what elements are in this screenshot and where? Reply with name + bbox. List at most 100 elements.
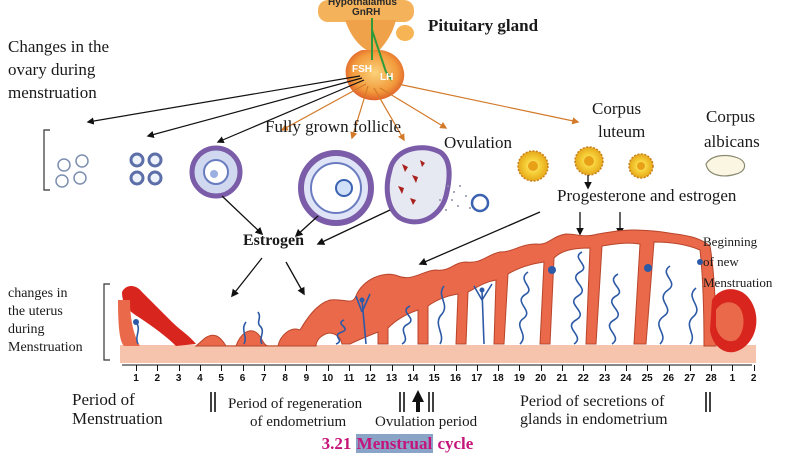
corpus-luteum-icons	[517, 146, 654, 182]
pituitary-gland-label: Pituitary gland	[428, 16, 539, 35]
uterus-changes-line-2: the uterus	[8, 304, 63, 319]
secondary-follicle	[189, 145, 243, 199]
day-number: 10	[322, 373, 334, 384]
day-tick	[199, 365, 201, 371]
hormone-arrows	[86, 75, 580, 144]
period-regeneration-line-2: of endometrium	[250, 414, 347, 430]
corpus-luteum-line-1: Corpus	[592, 99, 642, 118]
beginning-new-line-2: of new	[703, 254, 739, 269]
day-tick	[412, 365, 414, 371]
day-tick	[562, 365, 563, 371]
day-number: 23	[599, 373, 611, 384]
period-secretions-line-2: glands in endometrium	[520, 411, 668, 428]
corpus-albicans-icon	[705, 154, 746, 177]
day-tick	[455, 365, 457, 371]
endometrium-base	[120, 345, 756, 363]
ovary-bracket	[43, 129, 50, 191]
day-number: 7	[261, 373, 267, 384]
day-number: 1	[729, 373, 736, 384]
day-number: 21	[556, 373, 568, 384]
day-tick	[242, 365, 244, 371]
day-number: 3	[175, 373, 182, 384]
fully-grown-follicle-label: Fully grown follicle	[265, 117, 401, 136]
day-number: 8	[282, 373, 288, 384]
hypothalamus-label: Hypothalamus	[328, 0, 397, 8]
endometrium-profile	[194, 229, 717, 347]
uterus-changes-line-3: during	[8, 322, 45, 337]
day-tick	[285, 365, 287, 371]
day-number: 2	[750, 373, 757, 384]
primary-follicles	[129, 152, 163, 186]
day-tick	[498, 365, 500, 371]
day-tick	[711, 365, 713, 371]
day-number: 27	[684, 373, 696, 384]
ovulation-up-arrow	[412, 390, 424, 412]
progesterone-estrogen-label: Progesterone and estrogen	[557, 186, 737, 205]
day-tick	[136, 365, 137, 371]
primordial-follicles	[55, 154, 89, 188]
day-number: 2	[154, 373, 161, 384]
day-tick	[349, 365, 350, 371]
period-menstruation-line-2: Menstruation	[72, 409, 163, 428]
ovulation-period-label: Ovulation period	[375, 414, 478, 430]
graafian-follicle	[298, 150, 374, 226]
ovary-changes-line-1: Changes in the	[8, 37, 110, 56]
uterus-bracket	[103, 283, 110, 361]
ovulating-follicle	[384, 145, 490, 225]
day-number: 26	[662, 373, 675, 384]
caption-word: cycle	[437, 434, 474, 453]
day-tick	[753, 365, 755, 371]
day-number: 25	[641, 373, 653, 384]
day-tick	[519, 365, 521, 371]
day-tick	[583, 365, 585, 371]
period-menstruation-line-1: Period of	[72, 390, 135, 409]
day-number: 22	[577, 373, 589, 384]
fsh-label: FSH	[352, 64, 372, 75]
period-separators	[210, 392, 711, 412]
day-tick	[668, 365, 670, 371]
corpus-luteum-line-2: luteum	[598, 122, 646, 141]
day-number: 20	[535, 373, 547, 384]
day-number: 11	[343, 373, 355, 384]
day-tick	[263, 365, 265, 371]
figure-caption: 3.21 Menstrual cycle	[0, 434, 795, 454]
day-number: 17	[471, 373, 483, 384]
gnrh-label: GnRH	[352, 7, 381, 18]
beginning-new-line-1: Beginning	[703, 234, 758, 249]
corpus-albicans-line-1: Corpus	[706, 107, 756, 126]
period-secretions-line-1: Period of secretions of	[520, 393, 665, 410]
ovulation-label: Ovulation	[444, 133, 512, 152]
day-tick	[540, 365, 542, 371]
caption-number: 3.21	[321, 434, 352, 453]
day-tick	[157, 365, 159, 371]
caption-highlighted-word: Menstrual	[355, 434, 434, 453]
ovary-changes-line-2: ovary during	[8, 60, 96, 79]
day-number: 13	[386, 373, 398, 384]
day-tick	[647, 365, 649, 371]
day-number: 1	[133, 373, 139, 384]
ovary-changes-line-3: menstruation	[8, 83, 97, 102]
day-tick	[476, 365, 478, 371]
day-tick	[178, 365, 180, 371]
day-number: 28	[705, 373, 717, 384]
day-number: 14	[407, 373, 419, 384]
day-tick	[370, 365, 372, 371]
day-tick	[689, 365, 691, 371]
day-number: 12	[364, 373, 376, 384]
day-tick	[434, 365, 436, 371]
day-number: 4	[197, 373, 203, 384]
day-number: 16	[449, 373, 462, 384]
day-number: 19	[513, 373, 525, 384]
uterus-changes-line-4: Menstruation	[8, 340, 83, 355]
day-number: 15	[428, 373, 440, 384]
day-tick	[625, 365, 627, 371]
estrogen-label: Estrogen	[243, 232, 305, 249]
uterus-changes-line-1: changes in	[8, 286, 68, 301]
day-tick	[221, 365, 223, 371]
day-tick	[732, 365, 734, 371]
menstrual-shedding-left	[118, 286, 196, 346]
day-tick	[327, 365, 329, 371]
day-tick	[306, 365, 308, 371]
